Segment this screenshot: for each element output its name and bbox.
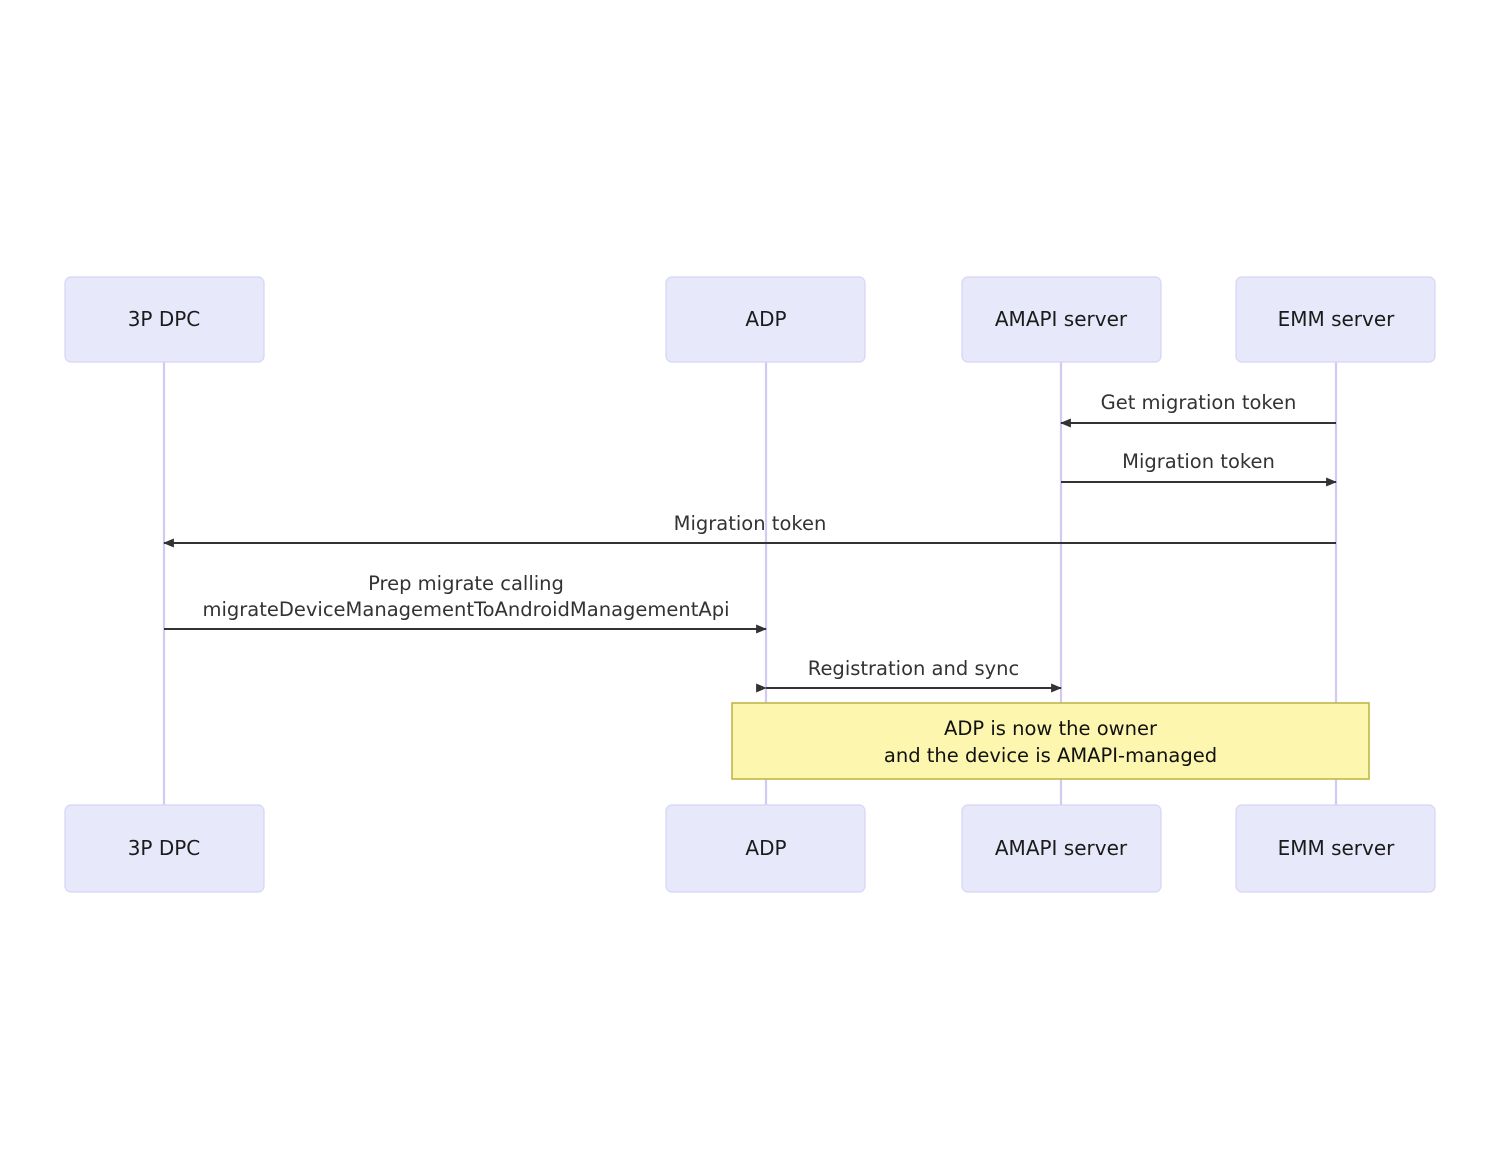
actor-label-emm-top: EMM server xyxy=(1278,307,1396,331)
message-label-registration-and-sync: Registration and sync xyxy=(808,657,1019,680)
message-label-prep-migrate-line2: migrateDeviceManagementToAndroidManageme… xyxy=(202,598,729,621)
actor-box-emm-top[interactable] xyxy=(1235,276,1436,363)
actor-box-adp-top[interactable] xyxy=(665,276,866,363)
actor-box-adp-bottom[interactable] xyxy=(665,804,866,893)
actors-bottom-group: 3P DPC ADP AMAPI server EMM server xyxy=(64,804,1436,893)
actor-box-amapi-top[interactable] xyxy=(961,276,1162,363)
actor-label-dpc-bottom: 3P DPC xyxy=(128,836,201,860)
message-label-prep-migrate-line1: Prep migrate calling xyxy=(368,572,564,595)
message-label-migration-token-to-emm: Migration token xyxy=(1122,450,1275,473)
note-text-adp-owner-note-line2: and the device is AMAPI-managed xyxy=(884,744,1217,767)
actor-label-amapi-bottom: AMAPI server xyxy=(995,836,1128,860)
actor-label-emm-bottom: EMM server xyxy=(1278,836,1396,860)
message-label-migration-token-to-dpc: Migration token xyxy=(674,512,827,535)
actor-label-adp-top: ADP xyxy=(745,307,786,331)
actor-label-dpc-top: 3P DPC xyxy=(128,307,201,331)
actor-box-dpc-top[interactable] xyxy=(64,276,265,363)
note-text-adp-owner-note-line1: ADP is now the owner xyxy=(944,717,1158,740)
message-label-get-migration-token: Get migration token xyxy=(1101,391,1297,414)
note-box-adp-owner-note xyxy=(731,702,1370,780)
actor-label-adp-bottom: ADP xyxy=(745,836,786,860)
actor-box-dpc-bottom[interactable] xyxy=(64,804,265,893)
actor-box-amapi-bottom[interactable] xyxy=(961,804,1162,893)
actor-box-emm-bottom[interactable] xyxy=(1235,804,1436,893)
actor-label-amapi-top: AMAPI server xyxy=(995,307,1128,331)
actors-top-group: 3P DPC ADP AMAPI server EMM server xyxy=(64,276,1436,363)
notes-group: ADP is now the owner and the device is AM… xyxy=(731,702,1370,780)
